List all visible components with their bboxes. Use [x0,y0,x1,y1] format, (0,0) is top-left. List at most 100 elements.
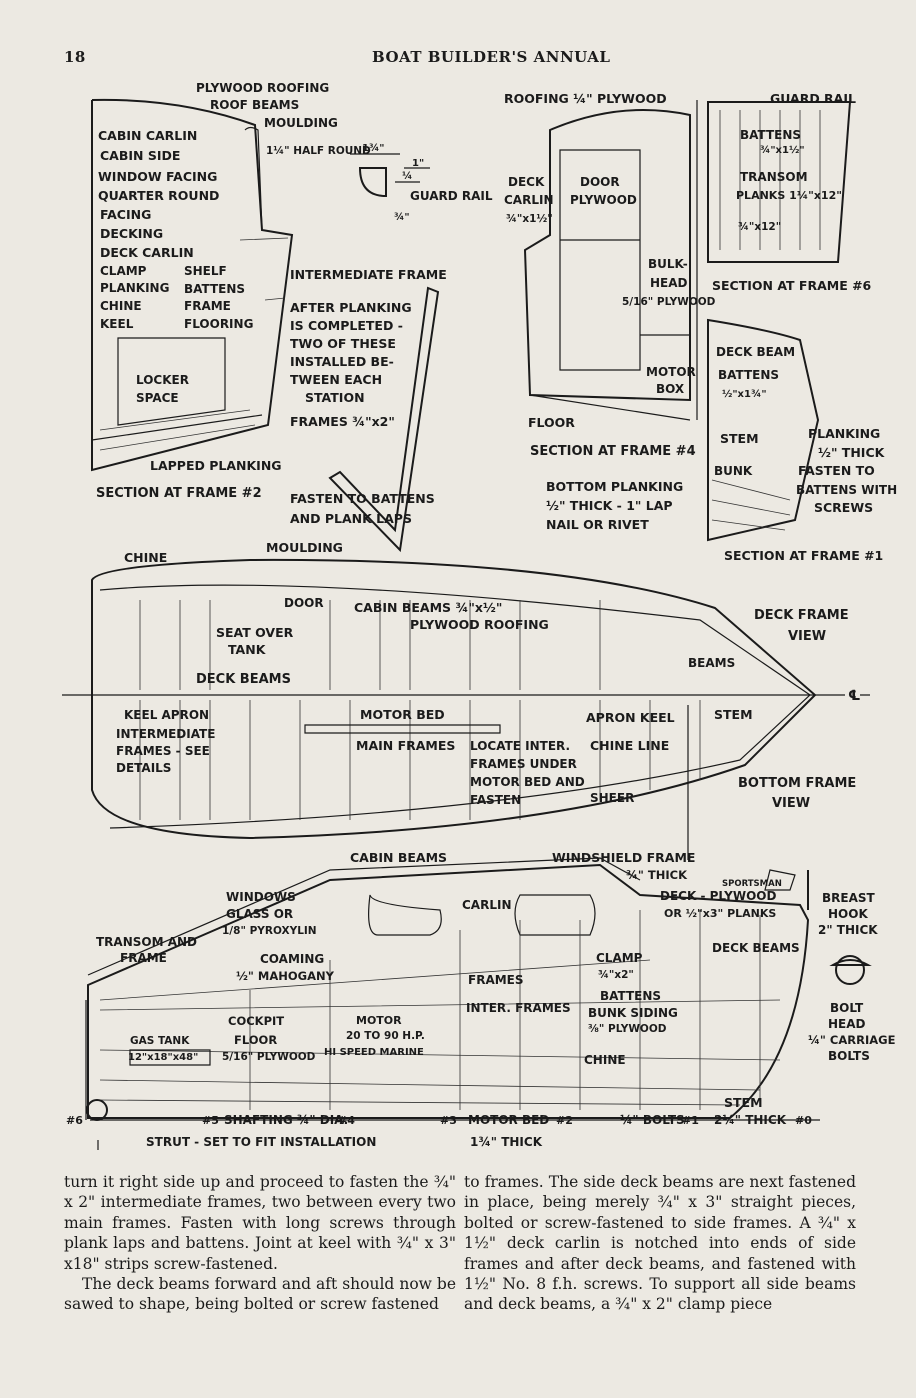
plan-label: MAIN FRAMES [356,738,455,753]
frame4-label: CARLIN [504,193,554,207]
frame1-label: FASTEN TO [798,463,875,478]
frame4-bottom-note: BOTTOM PLANKING [546,479,683,494]
profile-label: BATTENS [600,989,661,1003]
frame1-label: PLANKING [808,426,880,441]
frame1-label: BUNK [714,464,753,478]
station-mark: #1 [682,1114,699,1127]
intermediate-frame-title: INTERMEDIATE FRAME [290,267,447,282]
guard-rail-dim: 1" [412,158,424,169]
guard-rail-label: GUARD RAIL [410,189,493,203]
station-mark: #0 [795,1114,812,1127]
profile-label: BOLT [830,1001,864,1015]
station-mark: #5 [202,1114,219,1127]
profile-label: 1/8" PYROXYLIN [222,925,317,937]
plan-label: FASTEN [470,793,521,807]
station-mark: #3 [440,1114,457,1127]
plan-label: CHINE LINE [590,738,669,753]
frame2-label: FRAME [184,299,231,313]
frame2-label: BATTENS [184,282,245,296]
frame4-label: BOX [656,382,685,396]
frame4-label: ROOFING ¼" PLYWOOD [504,91,667,106]
profile-label: ¾" THICK [626,868,688,882]
plan-label: SHEER [590,791,634,805]
frame1-title: SECTION AT FRAME #1 [724,548,883,563]
body-column-left: turn it right side up and proceed to fas… [64,1172,456,1315]
frame4-label: ¾"x1½" [506,213,553,225]
profile-label: CLAMP [596,951,643,965]
station-mark: #6 [66,1114,83,1127]
intermediate-frame-note: TWEEN EACH [290,372,382,387]
paragraph: turn it right side up and proceed to fas… [64,1173,456,1273]
plan-label: DOOR [284,596,324,610]
deck-frame-view-label: DECK FRAME [754,608,849,623]
profile-label: HI SPEED MARINE [324,1047,424,1058]
profile-label: CARLIN [462,898,512,912]
frame6-label: PLANKS 1¼"x12" [736,189,842,202]
frame2-label: KEEL [100,317,134,331]
frame2-label: DECK CARLIN [100,245,194,260]
frame2-label: MOULDING [264,116,338,130]
frame4-label: PLYWOOD [570,193,637,207]
profile-label: HOOK [828,907,868,921]
frame4-label: FLOOR [528,415,575,430]
guard-rail-dim: 1¾" [362,143,385,154]
station-mark: #2 [556,1114,573,1127]
intermediate-frame-note: IS COMPLETED - [290,318,403,333]
plan-label: STEM [714,707,753,722]
profile-label: GAS TANK [130,1035,190,1047]
plan-label: CHINE [124,550,167,565]
frame6-label: BATTENS [740,128,801,142]
plan-label: CABIN BEAMS ¾"x½" [354,600,502,615]
frame2-label: LOCKER [136,373,189,387]
intermediate-frame-note: STATION [305,390,365,405]
frame2-label: PLANKING [100,281,169,295]
intermediate-frame-note: INSTALLED BE- [290,354,394,369]
frame2-label: CABIN SIDE [100,148,180,163]
frame4-label: DECK [508,175,545,189]
frame1-label: BATTENS WITH [796,483,897,497]
intermediate-frame-note: TWO OF THESE [290,336,396,351]
profile-label: MOTOR [356,1014,402,1027]
frame4-label: MOTOR [646,365,696,379]
profile-label: INTER. FRAMES [466,1001,571,1015]
intermediate-frame-fasten: AND PLANK LAPS [290,511,412,526]
profile-label: WINDSHIELD FRAME [552,850,695,865]
profile-label: ⅜" PLYWOOD [588,1023,667,1035]
frame2-label: SPACE [136,391,179,405]
frame1-label: STEM [720,431,759,446]
frame6-label: TRANSOM [740,170,808,184]
frame2-half-round: 1¼" HALF ROUND [266,145,371,157]
frame1-label: DECK BEAM [716,345,795,359]
plan-label: LOCATE INTER. [470,739,570,753]
profile-label: BOLTS [828,1049,870,1063]
profile-label: WINDOWS [226,890,296,904]
profile-label: 5/16" PLYWOOD [222,1051,316,1063]
plan-label: SEAT OVER [216,625,294,640]
frame2-label: WINDOW FACING [98,169,217,184]
profile-label: DECK - PLYWOOD [660,889,777,903]
frame2-label: ROOF BEAMS [210,98,299,112]
bottom-frame-view-label: BOTTOM FRAME [738,776,856,791]
plan-label: PLYWOOD ROOFING [410,617,549,632]
intermediate-frame-fasten: FASTEN TO BATTENS [290,491,435,506]
frame4-label: HEAD [650,276,688,290]
frame1-label: SCREWS [814,500,873,515]
profile-label: ¼" BOLTS [620,1113,685,1127]
paragraph: to frames. The side deck beams are next … [464,1173,856,1314]
intermediate-frame-note: AFTER PLANKING [290,300,412,315]
frame1-label: BATTENS [718,368,779,382]
frame2-label: FACING [100,207,151,222]
profile-label: 2" THICK [818,923,878,937]
plan-label: MOTOR BED [360,707,445,722]
profile-label: ½" MAHOGANY [236,969,335,983]
frame6-label: ¾"x1½" [760,145,805,156]
frame2-label: CLAMP [100,264,147,278]
frame4-bottom-note: NAIL OR RIVET [546,517,649,532]
pennant-sportsman: SPORTSMAN [722,879,782,889]
guard-rail-dim: ¼ [402,170,412,182]
profile-label: GLASS OR [226,907,293,921]
intermediate-frame-note: FRAMES ¾"x2" [290,414,395,429]
profile-label: 20 TO 90 H.P. [346,1030,425,1042]
frame1-label: ½" THICK [818,445,886,460]
profile-label: FRAMES [468,973,524,987]
